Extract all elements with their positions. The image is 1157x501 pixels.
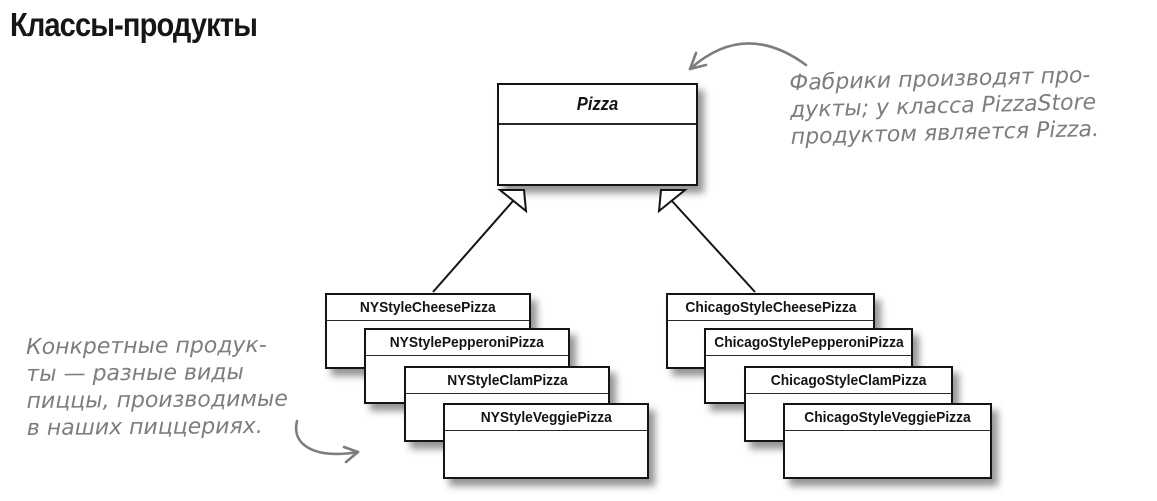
generalization-triangle-left-icon [497,189,528,214]
note-line: в наших пиццериях. [26,413,263,441]
annotation-arrow-factory-icon [688,42,808,71]
class-name-pizza: Pizza [499,85,696,125]
class-name-chicago-pepperoni: ChicagoStylePepperoniPizza [706,330,911,356]
note-concrete-products: Конкретные продук- ты — разные виды пицц… [26,332,288,442]
note-line: пиццы, производимые [26,386,288,414]
class-name-ny-pepperoni: NYStylePepperoniPizza [366,330,568,356]
class-name-ny-clam: NYStyleClamPizza [406,368,608,394]
page-title: Классы-продукты [10,6,258,43]
inheritance-line-ny [432,200,514,293]
note-line: Конкретные продук- [26,332,267,360]
note-line: ты — разные виды [26,360,244,387]
class-box-ny-veggie: NYStyleVeggiePizza [443,403,649,479]
generalization-triangle-right-icon [657,189,688,214]
class-box-chicago-veggie: ChicagoStyleVeggiePizza [783,403,992,479]
class-name-ny-cheese: NYStyleCheesePizza [327,295,529,321]
inheritance-line-chicago [671,200,756,293]
class-name-chicago-clam: ChicagoStyleClamPizza [746,368,951,394]
class-box-pizza: Pizza [497,83,698,186]
class-name-ny-veggie: NYStyleVeggiePizza [445,405,647,431]
class-name-chicago-cheese: ChicagoStyleCheesePizza [668,295,873,321]
class-name-chicago-veggie: ChicagoStyleVeggiePizza [785,405,990,431]
note-factory-products: Фабрики производят про- дукты; у класса … [789,62,1099,151]
annotation-arrow-concrete-icon [294,419,360,464]
